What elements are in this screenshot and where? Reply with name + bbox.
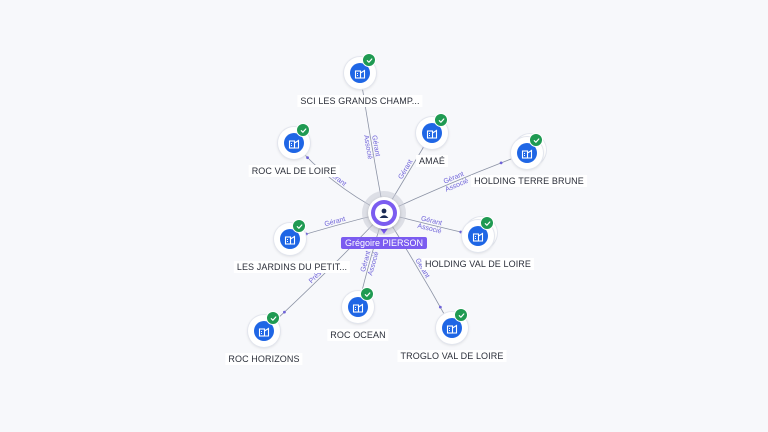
verified-check-icon (292, 219, 306, 233)
company-node-badge[interactable] (342, 287, 374, 323)
company-label: TROGLO VAL DE LOIRE (397, 350, 507, 362)
edge-label-hvdl: Gérant (420, 215, 443, 227)
company-node-badge[interactable] (274, 219, 306, 255)
edge-label-amae: Gérant (397, 159, 414, 181)
verified-check-icon (360, 287, 374, 301)
edge-label-sci: Gérant (370, 135, 381, 157)
verified-check-icon (434, 113, 448, 127)
company-node-badge[interactable] (278, 123, 310, 159)
company-node-badge[interactable] (416, 113, 448, 149)
building-icon (280, 229, 300, 249)
company-label: ROC VAL DE LOIRE (248, 165, 340, 177)
person-icon (379, 208, 389, 218)
edge-arrow-htb (499, 161, 503, 165)
company-node-badge[interactable] (248, 311, 280, 347)
company-label: ROC HORIZONS (225, 353, 303, 365)
building-icon (350, 63, 370, 83)
edge-arrow-troglo (438, 305, 442, 309)
verified-check-icon (480, 216, 494, 230)
company-node-badge[interactable] (436, 308, 468, 344)
company-label: ROC OCEAN (327, 329, 389, 341)
building-icon (468, 226, 488, 246)
company-node-badge[interactable] (462, 216, 494, 252)
building-icon (422, 123, 442, 143)
company-label: AMAÉ (416, 155, 448, 167)
edge-label-sci: Associé (362, 135, 373, 160)
pin-tip (379, 227, 389, 234)
center-person-label: Grégoire PIERSON (340, 237, 428, 249)
company-node-badge[interactable] (344, 53, 376, 89)
company-node-badge[interactable] (511, 133, 543, 169)
company-label: SCI LES GRANDS CHAMP... (297, 95, 423, 107)
edge-label-jardins: Gérant (324, 216, 347, 228)
verified-check-icon (362, 53, 376, 67)
building-icon (348, 297, 368, 317)
edge-arrow-rocvdl (306, 156, 309, 160)
company-label: HOLDING TERRE BRUNE (471, 175, 587, 187)
verified-check-icon (266, 311, 280, 325)
verified-check-icon (454, 308, 468, 322)
building-icon (442, 318, 462, 338)
verified-check-icon (296, 123, 310, 137)
edge-arrow-hvdl (459, 230, 463, 234)
person-pin[interactable] (368, 197, 400, 229)
edge-arrow-horizons (283, 310, 286, 314)
building-icon (254, 321, 274, 341)
building-icon (517, 143, 537, 163)
verified-check-icon (529, 133, 543, 147)
building-icon (284, 133, 304, 153)
company-label: HOLDING VAL DE LOIRE (421, 258, 535, 270)
company-label: LES JARDINS DU PETIT... (233, 261, 351, 273)
